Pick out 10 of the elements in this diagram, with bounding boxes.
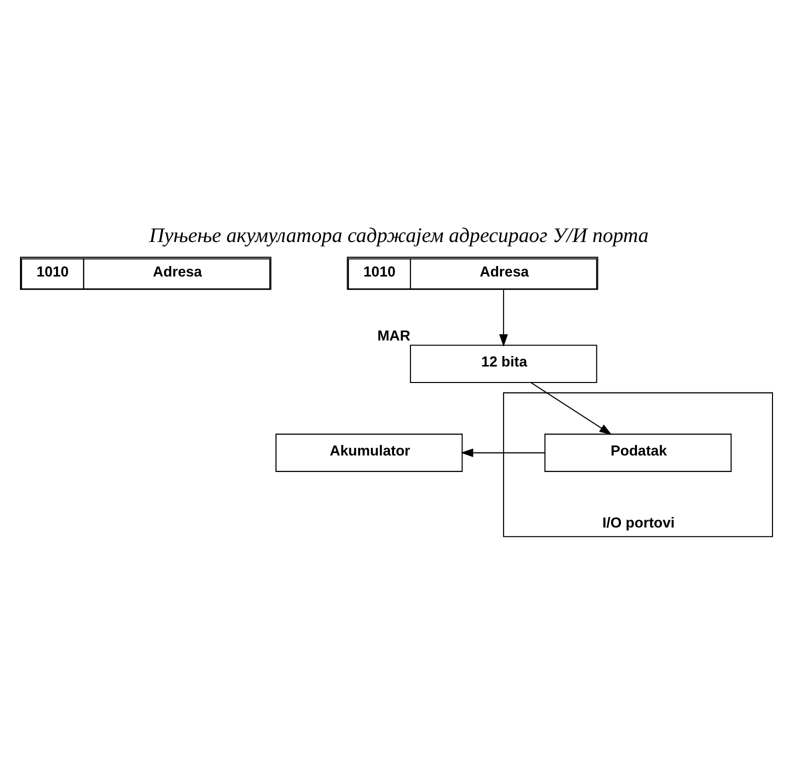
node-label: I/O portovi <box>602 515 675 532</box>
arrow <box>460 448 545 458</box>
arrow <box>530 382 612 435</box>
node-box: Podatak <box>544 434 732 472</box>
node-box: Akumulator <box>275 434 463 472</box>
node-box: 12 bita <box>410 344 598 383</box>
cluster <box>503 392 774 538</box>
diagram-title: Пуњење акумулатора садржајем адресираог У/И порта <box>149 224 649 247</box>
arrow <box>499 290 508 347</box>
node-label: MAR <box>377 328 410 344</box>
